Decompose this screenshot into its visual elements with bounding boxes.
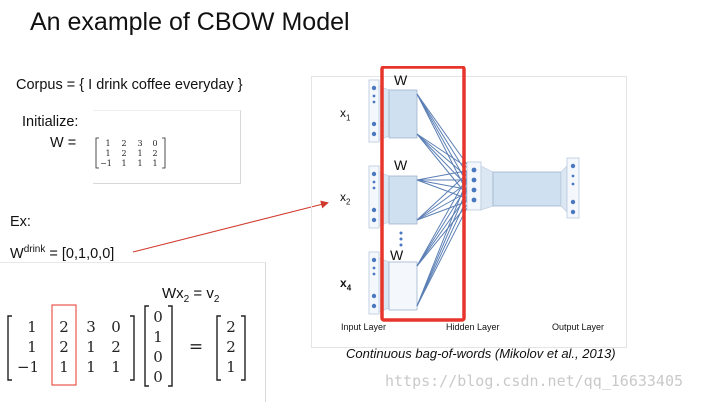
- result-cell: 1: [226, 358, 236, 376]
- matrix-cell: 1: [111, 358, 121, 376]
- matrix-equation: 1 2 3 0 1 2 1 2 −1 1 1 1 0 1 0 0 = 2 2 1: [7, 304, 246, 387]
- matrix-cell: 2: [59, 338, 69, 356]
- slide-title: An example of CBOW Model: [30, 8, 350, 36]
- w-label-1: W: [394, 72, 408, 88]
- matrix-cell: −1: [17, 358, 39, 376]
- matrix-cell: 1: [86, 358, 96, 376]
- x1-label: x1: [340, 106, 351, 123]
- x-vector-cell: 0: [153, 368, 163, 386]
- result-cell: 2: [226, 318, 236, 336]
- matrix-cell: 1: [27, 338, 37, 356]
- x2-label: x2: [340, 190, 351, 207]
- cbow-network: [368, 66, 580, 322]
- w-boxes: [378, 85, 418, 313]
- w-drink-expression: Wdrink = [0,1,0,0]: [10, 244, 114, 262]
- drink-arrow: [132, 200, 329, 253]
- example-label: Ex:: [10, 214, 31, 230]
- matrix-cell: 3: [86, 318, 96, 336]
- init-cell: 2: [152, 149, 157, 158]
- init-cell: 0: [152, 139, 157, 148]
- init-cell: 1: [105, 139, 110, 148]
- connection-lines: [416, 93, 472, 307]
- init-cell: 2: [121, 139, 126, 148]
- output-layer-label: Output Layer: [552, 322, 605, 332]
- x4-label: x4: [340, 276, 352, 293]
- eq-v-sub: 2: [213, 294, 220, 305]
- w-equals-label: W =: [50, 135, 77, 151]
- w-highlight-box: [380, 66, 466, 322]
- initialize-label: Initialize:: [22, 114, 79, 130]
- w-drink-value: = [0,1,0,0]: [45, 245, 115, 262]
- w-label-2: W: [394, 157, 408, 173]
- init-cell: 1: [105, 149, 110, 158]
- matrix-cell: 2: [111, 338, 121, 356]
- equation-box: [0, 262, 266, 402]
- output-weights-box: [492, 171, 562, 207]
- matrix-cell: 0: [111, 318, 121, 336]
- x-vector-cell: 0: [153, 308, 163, 326]
- result-cell: 2: [226, 338, 236, 356]
- matrix-cell: 2: [59, 318, 69, 336]
- init-cell: 3: [137, 139, 142, 148]
- init-matrix: 1 2 3 0 1 2 1 2 −1 1 1 1: [95, 137, 166, 169]
- w-drink-superscript: drink: [23, 244, 46, 255]
- input-layer-label: Input Layer: [341, 322, 387, 332]
- w-label-3: W: [390, 247, 404, 263]
- init-cell: 1: [137, 149, 142, 158]
- highlight-column: [51, 304, 77, 386]
- init-cell: 1: [152, 159, 157, 168]
- hidden-layer-label: Hidden Layer: [446, 322, 500, 332]
- matrix-cell: 1: [86, 338, 96, 356]
- matrix-cell: 1: [27, 318, 37, 336]
- eq-x-sub: 2: [183, 294, 190, 305]
- w-drink-base: W: [10, 245, 24, 262]
- corpus-text: Corpus = { I drink coffee everyday }: [16, 77, 243, 93]
- init-cell: 1: [137, 159, 142, 168]
- watermark: https://blog.csdn.net/qq_16633405: [385, 372, 684, 390]
- diagram-caption: Continuous bag-of-words (Mikolov et al.,…: [346, 346, 616, 361]
- eq-wx: Wx: [162, 285, 184, 302]
- equation-label: Wx2 = v2: [162, 285, 219, 305]
- output-layer-nodes: [566, 157, 580, 219]
- x-vector-cell: 1: [153, 328, 163, 346]
- matrix-cell: 1: [59, 358, 69, 376]
- init-cell: 2: [121, 149, 126, 158]
- init-cell: −1: [100, 159, 112, 168]
- eq-v: = v: [189, 285, 214, 302]
- input-layer-nodes: [368, 79, 403, 315]
- x-vector-cell: 0: [153, 348, 163, 366]
- init-matrix-box: 1 2 3 0 1 2 1 2 −1 1 1 1: [93, 110, 241, 184]
- equals-sign: =: [189, 337, 203, 357]
- cbow-diagram: [311, 76, 627, 348]
- hidden-layer-nodes: [466, 161, 494, 211]
- init-cell: 1: [121, 159, 126, 168]
